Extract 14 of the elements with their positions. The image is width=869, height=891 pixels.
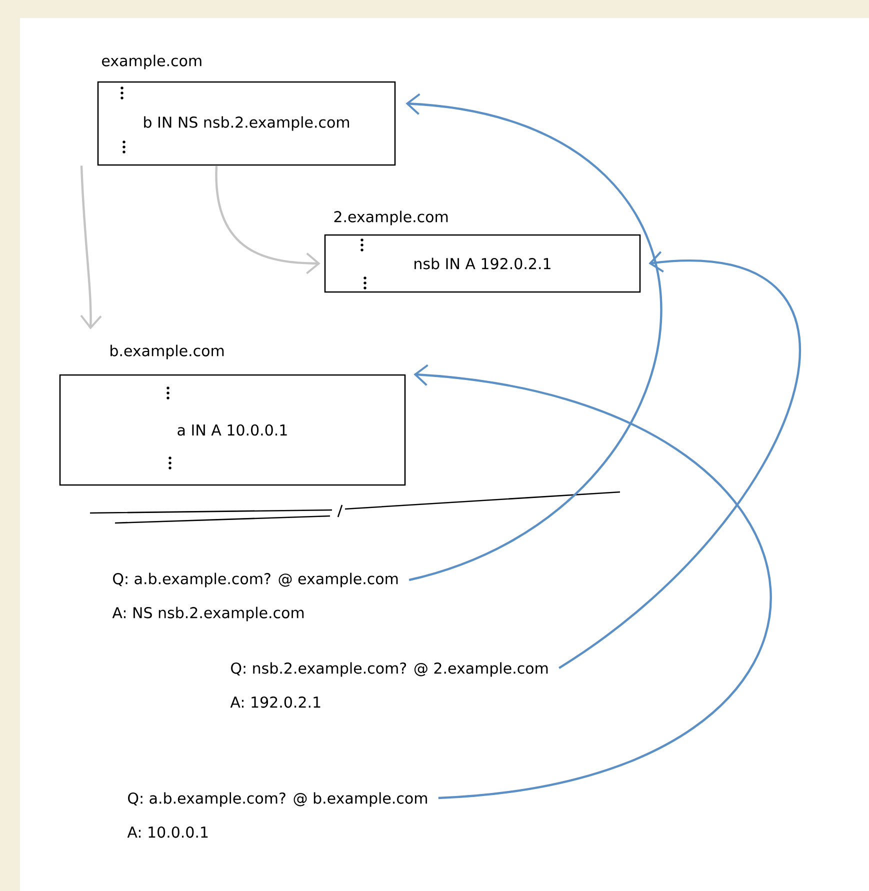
zone-box: b IN NS nsb.2.example.com — [97, 81, 396, 166]
query-answer-text: Q: a.b.example.com? @ example.com A: NS nsb.2.example.com — [112, 572, 398, 622]
query-answer-text: Q: a.b.example.com? @ b.example.com A: 10.0.0.1 — [127, 792, 427, 838]
arrow — [414, 364, 772, 800]
zone-heading: example.com — [102, 54, 202, 70]
arrow — [80, 166, 102, 330]
zone-box: a IN A 10.0.0.1 — [59, 374, 406, 486]
arrow — [406, 93, 662, 582]
arrow — [558, 251, 801, 669]
zone-heading: b.example.com — [110, 344, 224, 360]
zone-box: nsb IN A 192.0.2.1 — [324, 234, 641, 293]
arrow — [215, 166, 320, 274]
query-answer-text: Q: nsb.2.example.com? @ 2.example.com A: 192.0.2.1 — [230, 662, 548, 708]
zone-heading: 2.example.com — [334, 210, 448, 226]
